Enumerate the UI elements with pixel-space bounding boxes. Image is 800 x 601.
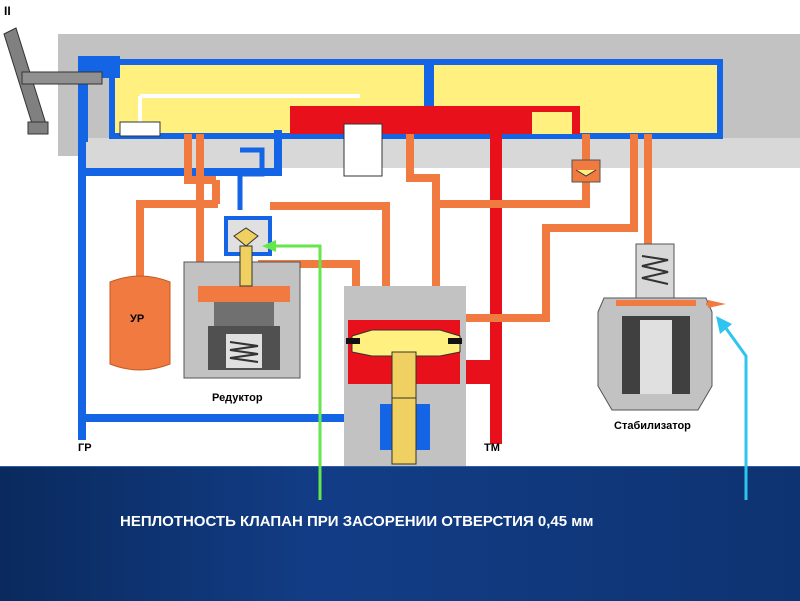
relay-valve: [344, 286, 466, 466]
stabilizer-label: Стабилизатор: [614, 420, 691, 432]
handle: [3, 27, 103, 135]
spool-seat: [119, 121, 161, 137]
green-pointer-arrow: [266, 244, 322, 500]
caption-text: НЕПЛОТНОСТЬ КЛАПАН ПРИ ЗАСОРЕНИИ ОТВЕРСТ…: [120, 513, 594, 530]
blue-divider: [424, 62, 434, 112]
reductor-label: Редуктор: [212, 392, 263, 404]
middle-part: [86, 138, 800, 168]
gr-label: ГР: [78, 442, 92, 454]
cyan-pointer-arrow: [718, 319, 748, 500]
ur-label: УР: [130, 313, 145, 325]
tm-label: ТМ: [484, 442, 500, 454]
feed-line-gr: [78, 130, 344, 440]
blue-reductor-branch: [237, 147, 265, 210]
reductor: [183, 216, 301, 379]
tm-window: [532, 112, 572, 134]
green-arrowhead: [262, 240, 276, 252]
stabilizer: [597, 243, 726, 411]
caption-banner: [0, 466, 800, 601]
position-label: II: [4, 4, 11, 18]
check-valve: [571, 159, 601, 183]
blue-left-channel: [78, 56, 88, 142]
white-valve: [343, 123, 383, 177]
ur-reservoir: [109, 275, 171, 371]
cyan-arrowhead: [716, 316, 732, 334]
